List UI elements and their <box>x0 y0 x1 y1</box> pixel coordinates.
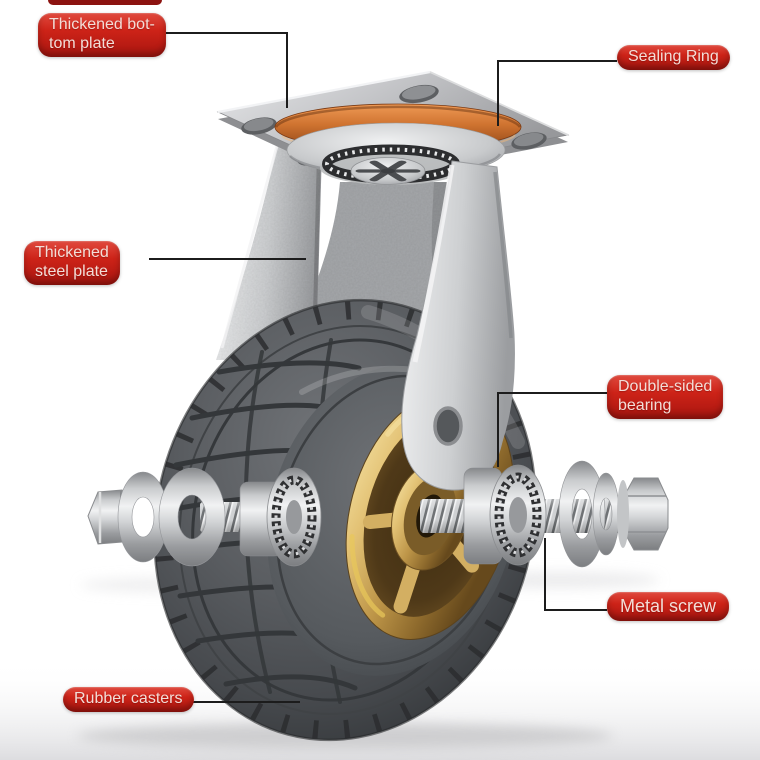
fork-leg-right <box>401 160 515 491</box>
leader-double-sided-bearing <box>497 392 607 467</box>
bearing-left <box>266 467 322 567</box>
label-text: Metal screw <box>620 596 717 616</box>
label-text: steel plate <box>35 262 108 280</box>
label-thickened-bottom-plate: Thickened bot- tom plate <box>38 13 166 57</box>
leader-lines <box>149 32 617 703</box>
hex-bolt-head <box>617 477 669 551</box>
leader-metal-screw <box>544 538 607 611</box>
label-text: Thickened bot- <box>49 16 155 33</box>
swivel-cap-star <box>355 160 421 182</box>
washer-right-small <box>592 472 620 556</box>
bearing-right <box>489 464 547 566</box>
leader-thickened-bottom-plate <box>166 32 288 108</box>
label-cropped-top <box>48 0 162 5</box>
swivel-bearing <box>286 122 506 185</box>
label-thickened-steel-plate: Thickened steel plate <box>24 241 120 285</box>
label-text: Double-sided <box>618 378 713 395</box>
axle-hole <box>433 406 463 446</box>
label-text: bearing <box>618 396 672 414</box>
label-text: Rubber casters <box>74 690 183 707</box>
leader-sealing-ring <box>497 60 617 126</box>
label-text: Sealing Ring <box>628 48 719 65</box>
label-double-sided-bearing: Double-sided bearing <box>607 375 724 419</box>
tire-tread-ticks <box>154 301 536 739</box>
washer-left-large <box>158 467 226 567</box>
label-text: Thickened <box>35 244 109 261</box>
label-rubber-casters: Rubber casters <box>63 687 194 712</box>
label-text: tom plate <box>49 34 115 52</box>
label-metal-screw: Metal screw <box>607 592 730 622</box>
label-sealing-ring: Sealing Ring <box>617 45 730 70</box>
